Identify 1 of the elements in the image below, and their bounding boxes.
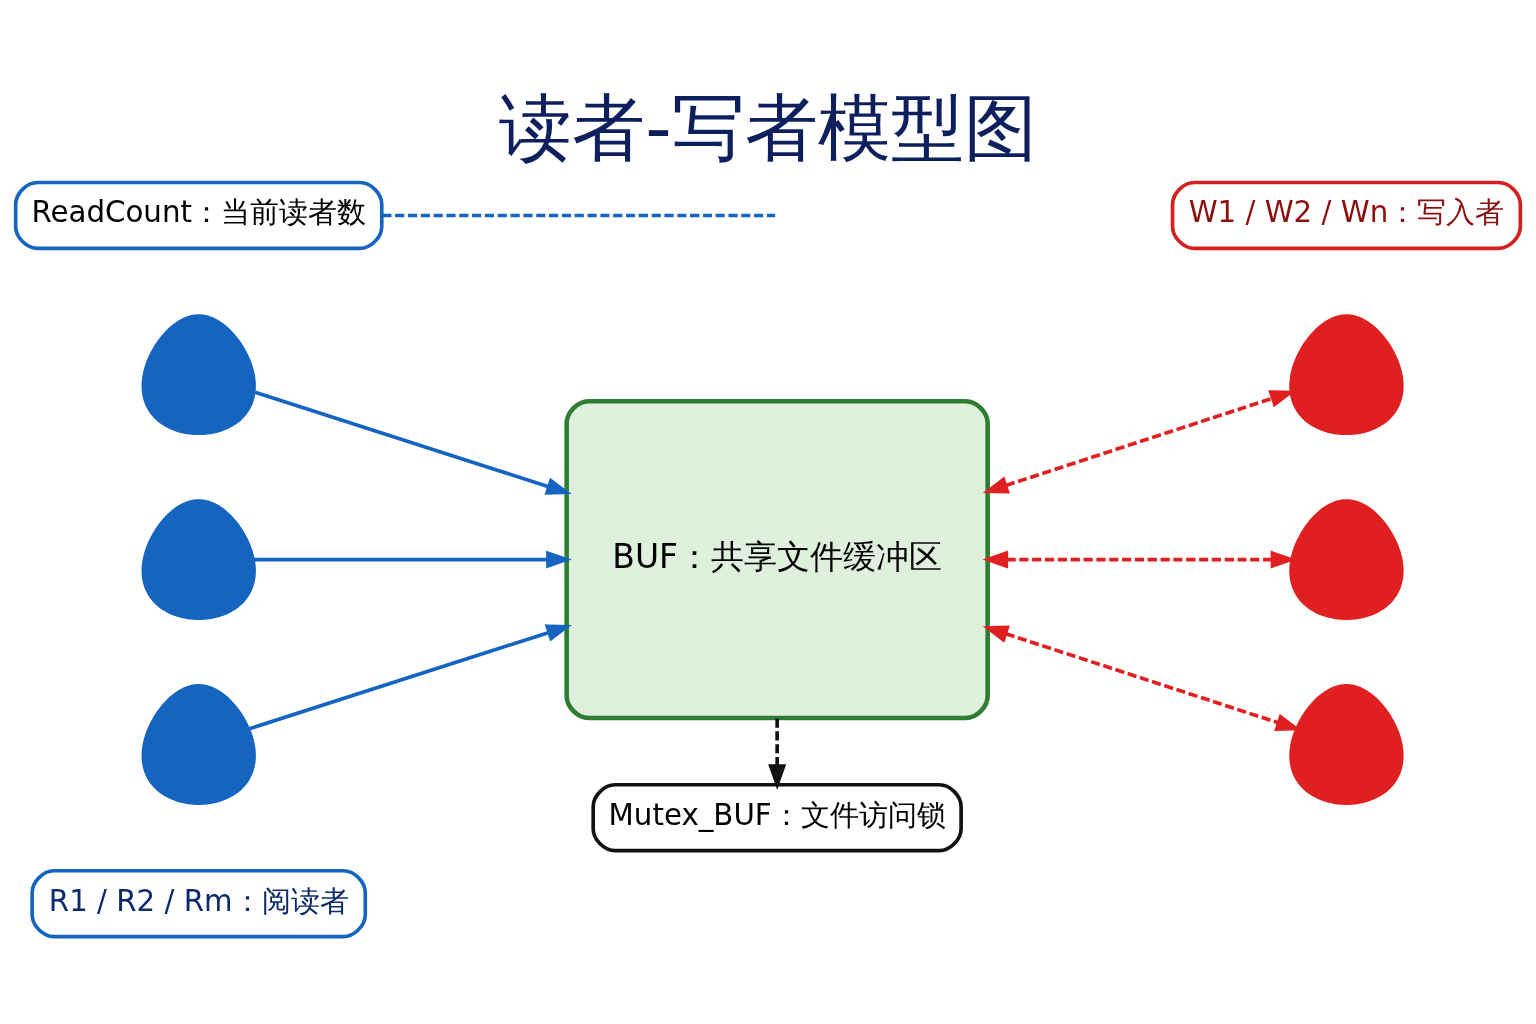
diagram-title: 读者-写者模型图 [499,85,1037,171]
